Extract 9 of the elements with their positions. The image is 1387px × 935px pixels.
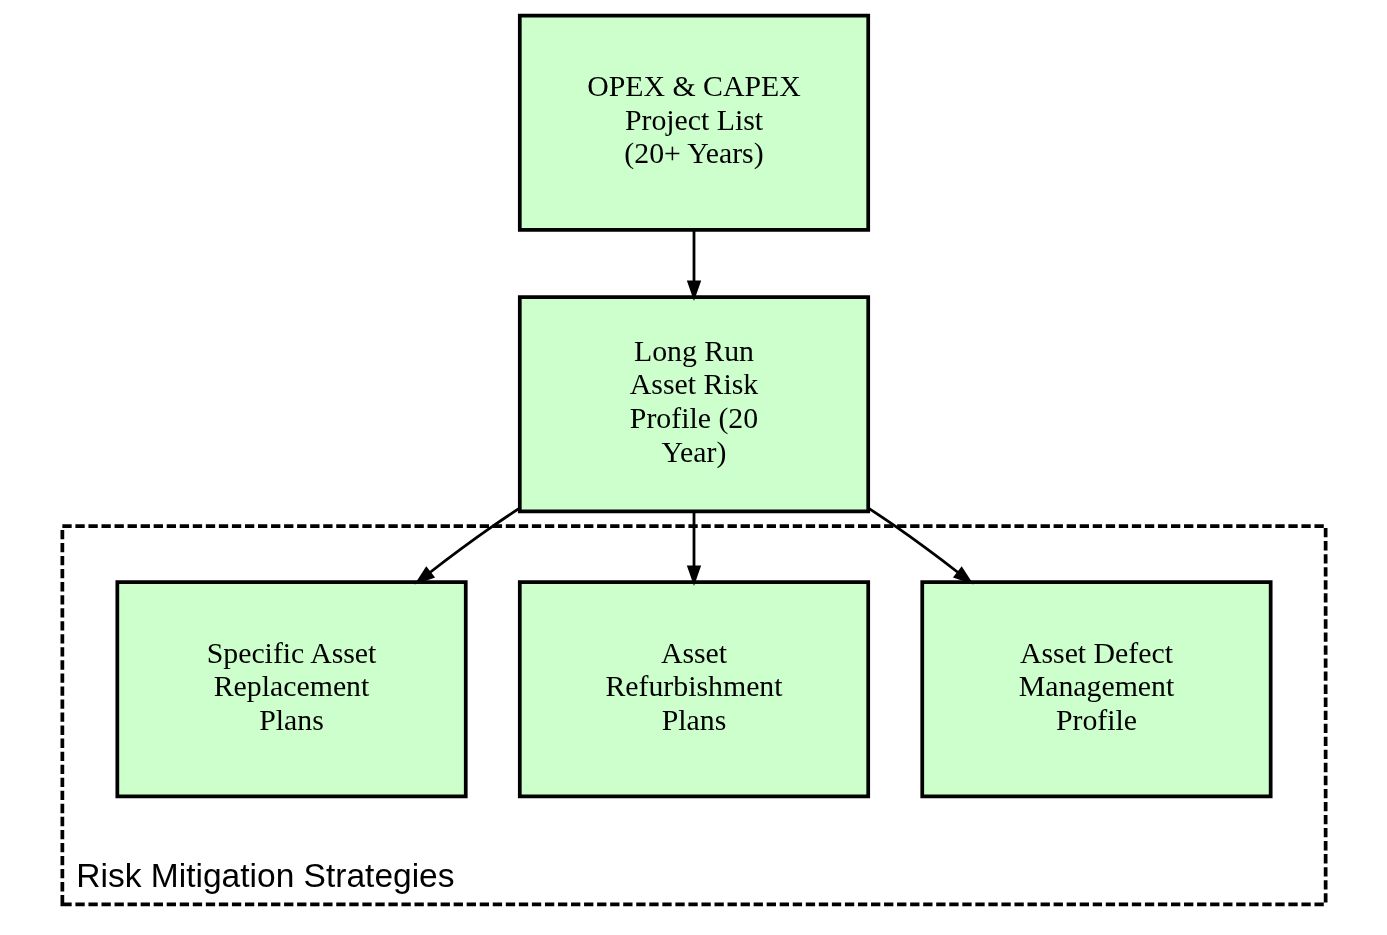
node-box: Specific Asset Replacement Plans [114,580,468,799]
arrow [686,230,701,302]
arrow [867,506,974,585]
node-box: Asset Defect Management Profile [919,580,1273,799]
node-box: Long Run Asset Risk Profile (20 Year) [517,295,870,514]
node-box: OPEX & CAPEX Project List (20+ Years) [517,13,870,232]
arrow [686,511,701,586]
node-box: Asset Refurbishment Plans [517,580,870,799]
arrow [413,506,520,585]
